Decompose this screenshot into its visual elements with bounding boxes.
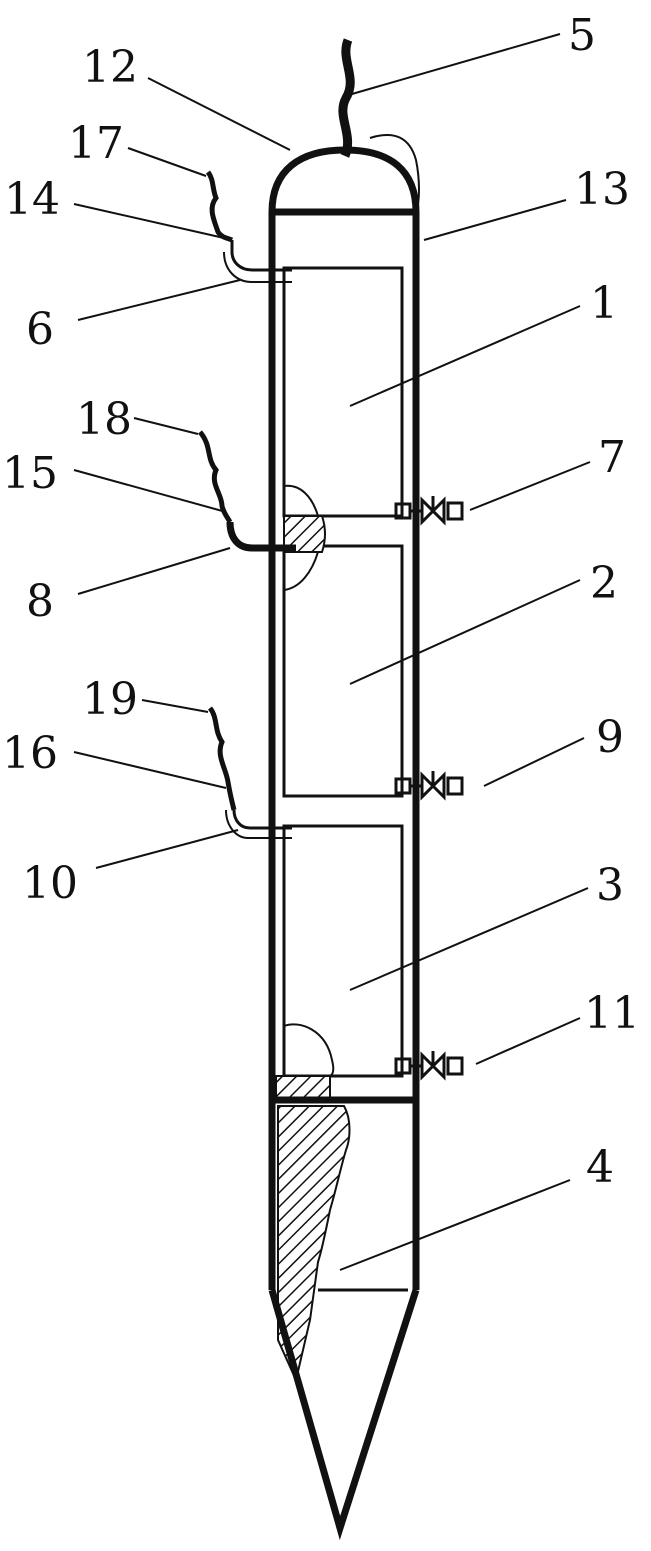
- leader-15: [73, 469, 227, 513]
- label-14: 14: [4, 174, 60, 225]
- leader-6: [77, 279, 241, 321]
- leader-lines: [73, 33, 591, 1271]
- leader-2: [349, 579, 581, 685]
- label-4: 4: [586, 1142, 614, 1193]
- label-13: 13: [574, 164, 630, 215]
- leader-17: [127, 147, 207, 177]
- inlet-tube-8: [226, 521, 296, 552]
- label-15: 15: [2, 448, 58, 499]
- valve-11: [394, 1051, 464, 1081]
- leader-12: [147, 77, 291, 151]
- label-3: 3: [596, 860, 624, 911]
- dome-attach-line: [369, 134, 420, 215]
- dome-top: [268, 146, 420, 213]
- label-7: 7: [598, 432, 626, 483]
- seal-bulge-upper: [283, 484, 319, 591]
- leader-13: [423, 199, 567, 241]
- cone-tip: [268, 1288, 420, 1541]
- label-17: 17: [68, 118, 124, 169]
- label-11: 11: [584, 988, 640, 1039]
- label-6: 6: [26, 304, 54, 355]
- leader-19: [141, 699, 209, 713]
- weight-hatched: [277, 1105, 351, 1384]
- chamber-1: [282, 266, 404, 518]
- leader-10: [95, 829, 239, 869]
- label-5: 5: [568, 10, 596, 61]
- leader-16: [73, 751, 227, 789]
- lead-wire-19: [207, 706, 237, 811]
- chamber-2: [282, 544, 404, 798]
- label-18: 18: [76, 394, 132, 445]
- label-12: 12: [82, 42, 138, 93]
- seal-block-lower: [275, 1075, 331, 1101]
- leader-9: [483, 737, 585, 787]
- leader-5: [351, 33, 561, 95]
- leader-14: [73, 203, 225, 239]
- label-1: 1: [590, 278, 618, 329]
- leader-4: [339, 1179, 571, 1271]
- valve-9: [394, 771, 464, 801]
- leader-1: [349, 305, 581, 407]
- leader-8: [77, 547, 231, 595]
- label-10: 10: [22, 858, 78, 909]
- lead-wire-17: [205, 170, 234, 243]
- valve-7: [394, 496, 464, 526]
- inlet-tube-6: [230, 240, 292, 272]
- lead-wire-18: [198, 430, 233, 524]
- leader-7: [469, 461, 591, 511]
- chamber-3: [282, 824, 404, 1078]
- seal-bulge-lower: [283, 1023, 335, 1077]
- leader-11: [475, 1017, 581, 1065]
- inlet-tube-6-inner: [223, 251, 292, 283]
- inlet-tube-10: [232, 809, 292, 830]
- label-19: 19: [82, 674, 138, 725]
- inlet-tube-10-inner: [225, 809, 292, 839]
- leader-3: [349, 887, 589, 991]
- suspension-rope: [338, 38, 355, 158]
- label-2: 2: [590, 558, 618, 609]
- leader-18: [133, 417, 199, 435]
- seal-block-upper: [283, 515, 326, 553]
- label-16: 16: [2, 728, 58, 779]
- label-9: 9: [596, 712, 624, 763]
- label-8: 8: [26, 576, 54, 627]
